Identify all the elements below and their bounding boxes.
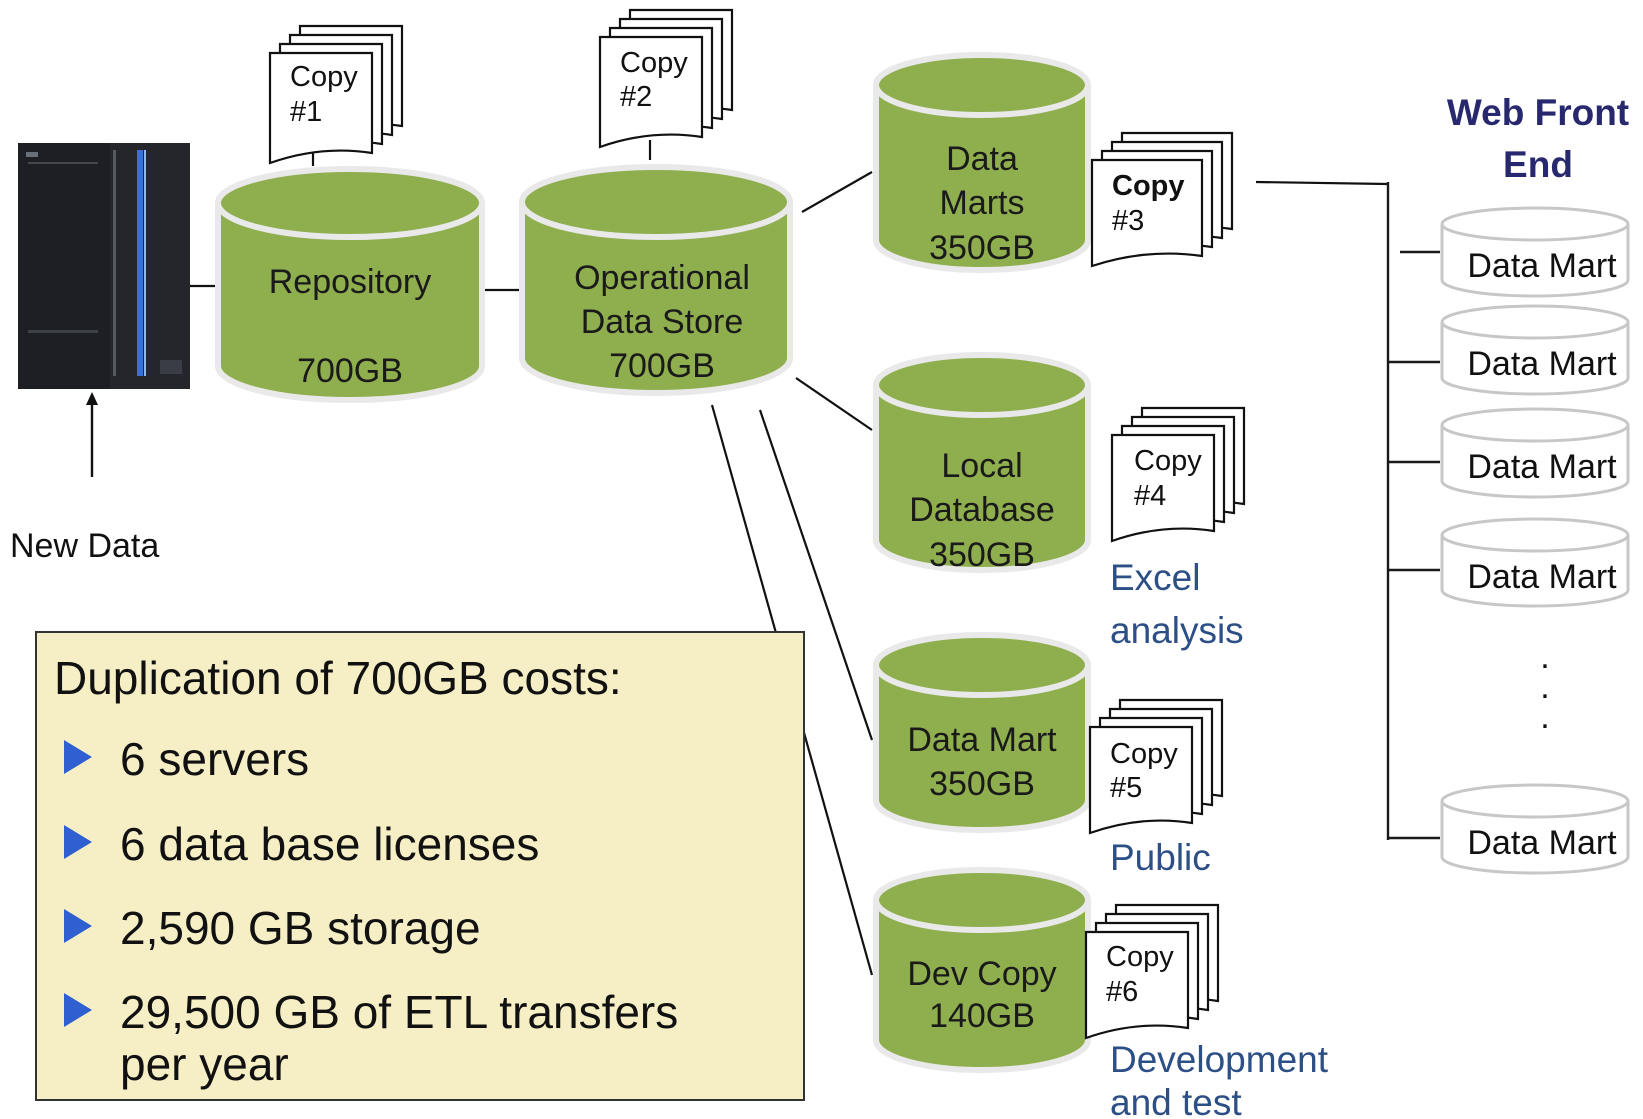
web-mart-label-5: Data Mart bbox=[1467, 824, 1617, 862]
dev-copy-cylinder bbox=[873, 867, 1091, 1073]
public-note: Public bbox=[1110, 837, 1211, 878]
data-marts-label-line2: Marts bbox=[940, 184, 1025, 222]
development-note-line2: and test bbox=[1110, 1082, 1242, 1119]
copy3-label-line1: Copy bbox=[1112, 170, 1185, 202]
copy6-document-stack bbox=[1084, 903, 1220, 1040]
repository-cylinder bbox=[215, 166, 485, 403]
svg-text:.: . bbox=[1540, 638, 1549, 676]
web-mart-label-4: Data Mart bbox=[1467, 558, 1617, 596]
cost-item-licenses: 6 data base licenses bbox=[120, 818, 539, 870]
bullet-icon bbox=[64, 909, 92, 943]
new-data-arrow bbox=[86, 392, 98, 477]
data-marts-cylinder bbox=[873, 52, 1091, 273]
vertical-ellipsis: . . . bbox=[1540, 638, 1549, 736]
copy5-label-line1: Copy bbox=[1110, 738, 1178, 770]
copy4-document-stack bbox=[1110, 406, 1246, 543]
copy6-label-line2: #6 bbox=[1106, 976, 1138, 1008]
data-mart-cylinder bbox=[873, 632, 1091, 833]
duplication-costs-box bbox=[35, 631, 805, 1101]
ods-size: 700GB bbox=[609, 347, 715, 385]
edge-ods-localdb bbox=[795, 377, 873, 431]
copy5-document-stack bbox=[1088, 698, 1224, 835]
development-note-line1: Development bbox=[1110, 1039, 1329, 1080]
web-front-end-title-line1: Web Front bbox=[1447, 92, 1629, 133]
web-mart-cylinder-3 bbox=[1440, 407, 1630, 499]
excel-analysis-note-line2: analysis bbox=[1110, 610, 1244, 651]
copy1-document-stack bbox=[268, 24, 404, 165]
local-db-size: 350GB bbox=[929, 536, 1035, 574]
cost-item-servers: 6 servers bbox=[120, 733, 309, 785]
web-mart-label-3: Data Mart bbox=[1467, 448, 1617, 486]
local-database-cylinder bbox=[873, 352, 1091, 573]
cost-item-storage: 2,590 GB storage bbox=[120, 902, 481, 954]
data-mart-label: Data Mart bbox=[907, 721, 1057, 759]
svg-text:.: . bbox=[1540, 698, 1549, 736]
cost-item-etl-line2: per year bbox=[120, 1038, 289, 1090]
copy1-label-line1: Copy bbox=[290, 61, 358, 93]
mainframe-server-icon bbox=[18, 143, 190, 389]
new-data-label: New Data bbox=[10, 527, 159, 565]
copy3-document-stack bbox=[1090, 131, 1234, 268]
copy2-document-stack bbox=[598, 8, 734, 149]
web-mart-cylinder-2 bbox=[1440, 304, 1630, 396]
web-front-end-bracket bbox=[1386, 182, 1440, 840]
repository-label: Repository bbox=[269, 263, 432, 301]
operational-data-store-cylinder bbox=[519, 164, 793, 396]
copy6-label-line1: Copy bbox=[1106, 941, 1174, 973]
repository-size: 700GB bbox=[297, 352, 403, 390]
data-marts-label-line1: Data bbox=[946, 140, 1018, 178]
dev-copy-label: Dev Copy bbox=[907, 955, 1056, 993]
local-db-label-line2: Database bbox=[909, 491, 1055, 529]
web-mart-cylinder-5 bbox=[1440, 783, 1630, 875]
edge-ods-datamart bbox=[758, 409, 874, 741]
costs-heading: Duplication of 700GB costs: bbox=[54, 652, 622, 704]
bullet-icon bbox=[64, 993, 92, 1027]
ods-label-line1: Operational bbox=[574, 259, 750, 297]
data-mart-size: 350GB bbox=[929, 765, 1035, 803]
web-mart-cylinder-1 bbox=[1440, 206, 1630, 298]
copy4-label-line2: #4 bbox=[1134, 480, 1166, 512]
bullet-icon bbox=[64, 825, 92, 859]
copy2-label-line1: Copy bbox=[620, 47, 688, 79]
local-db-label-line1: Local bbox=[941, 447, 1022, 485]
cost-item-etl-line1: 29,500 GB of ETL transfers bbox=[120, 986, 678, 1038]
copy2-label-line2: #2 bbox=[620, 81, 652, 113]
web-mart-label-2: Data Mart bbox=[1467, 345, 1617, 383]
copy3-label-line2: #3 bbox=[1112, 205, 1144, 237]
bullet-icon bbox=[64, 740, 92, 774]
dev-copy-size: 140GB bbox=[929, 997, 1035, 1035]
svg-text:.: . bbox=[1540, 668, 1549, 706]
edge-copy3-webfrontend bbox=[1255, 180, 1389, 186]
copy5-label-line2: #5 bbox=[1110, 772, 1142, 804]
data-marts-size: 350GB bbox=[929, 229, 1035, 267]
web-mart-cylinder-4 bbox=[1440, 517, 1630, 608]
copy4-label-line1: Copy bbox=[1134, 445, 1202, 477]
web-front-end-title-line2: End bbox=[1503, 144, 1573, 185]
web-mart-label-1: Data Mart bbox=[1467, 247, 1617, 285]
excel-analysis-note-line1: Excel bbox=[1110, 557, 1200, 598]
ods-label-line2: Data Store bbox=[581, 303, 744, 341]
edge-ods-datamarts bbox=[801, 171, 873, 213]
copy1-label-line2: #1 bbox=[290, 96, 322, 128]
